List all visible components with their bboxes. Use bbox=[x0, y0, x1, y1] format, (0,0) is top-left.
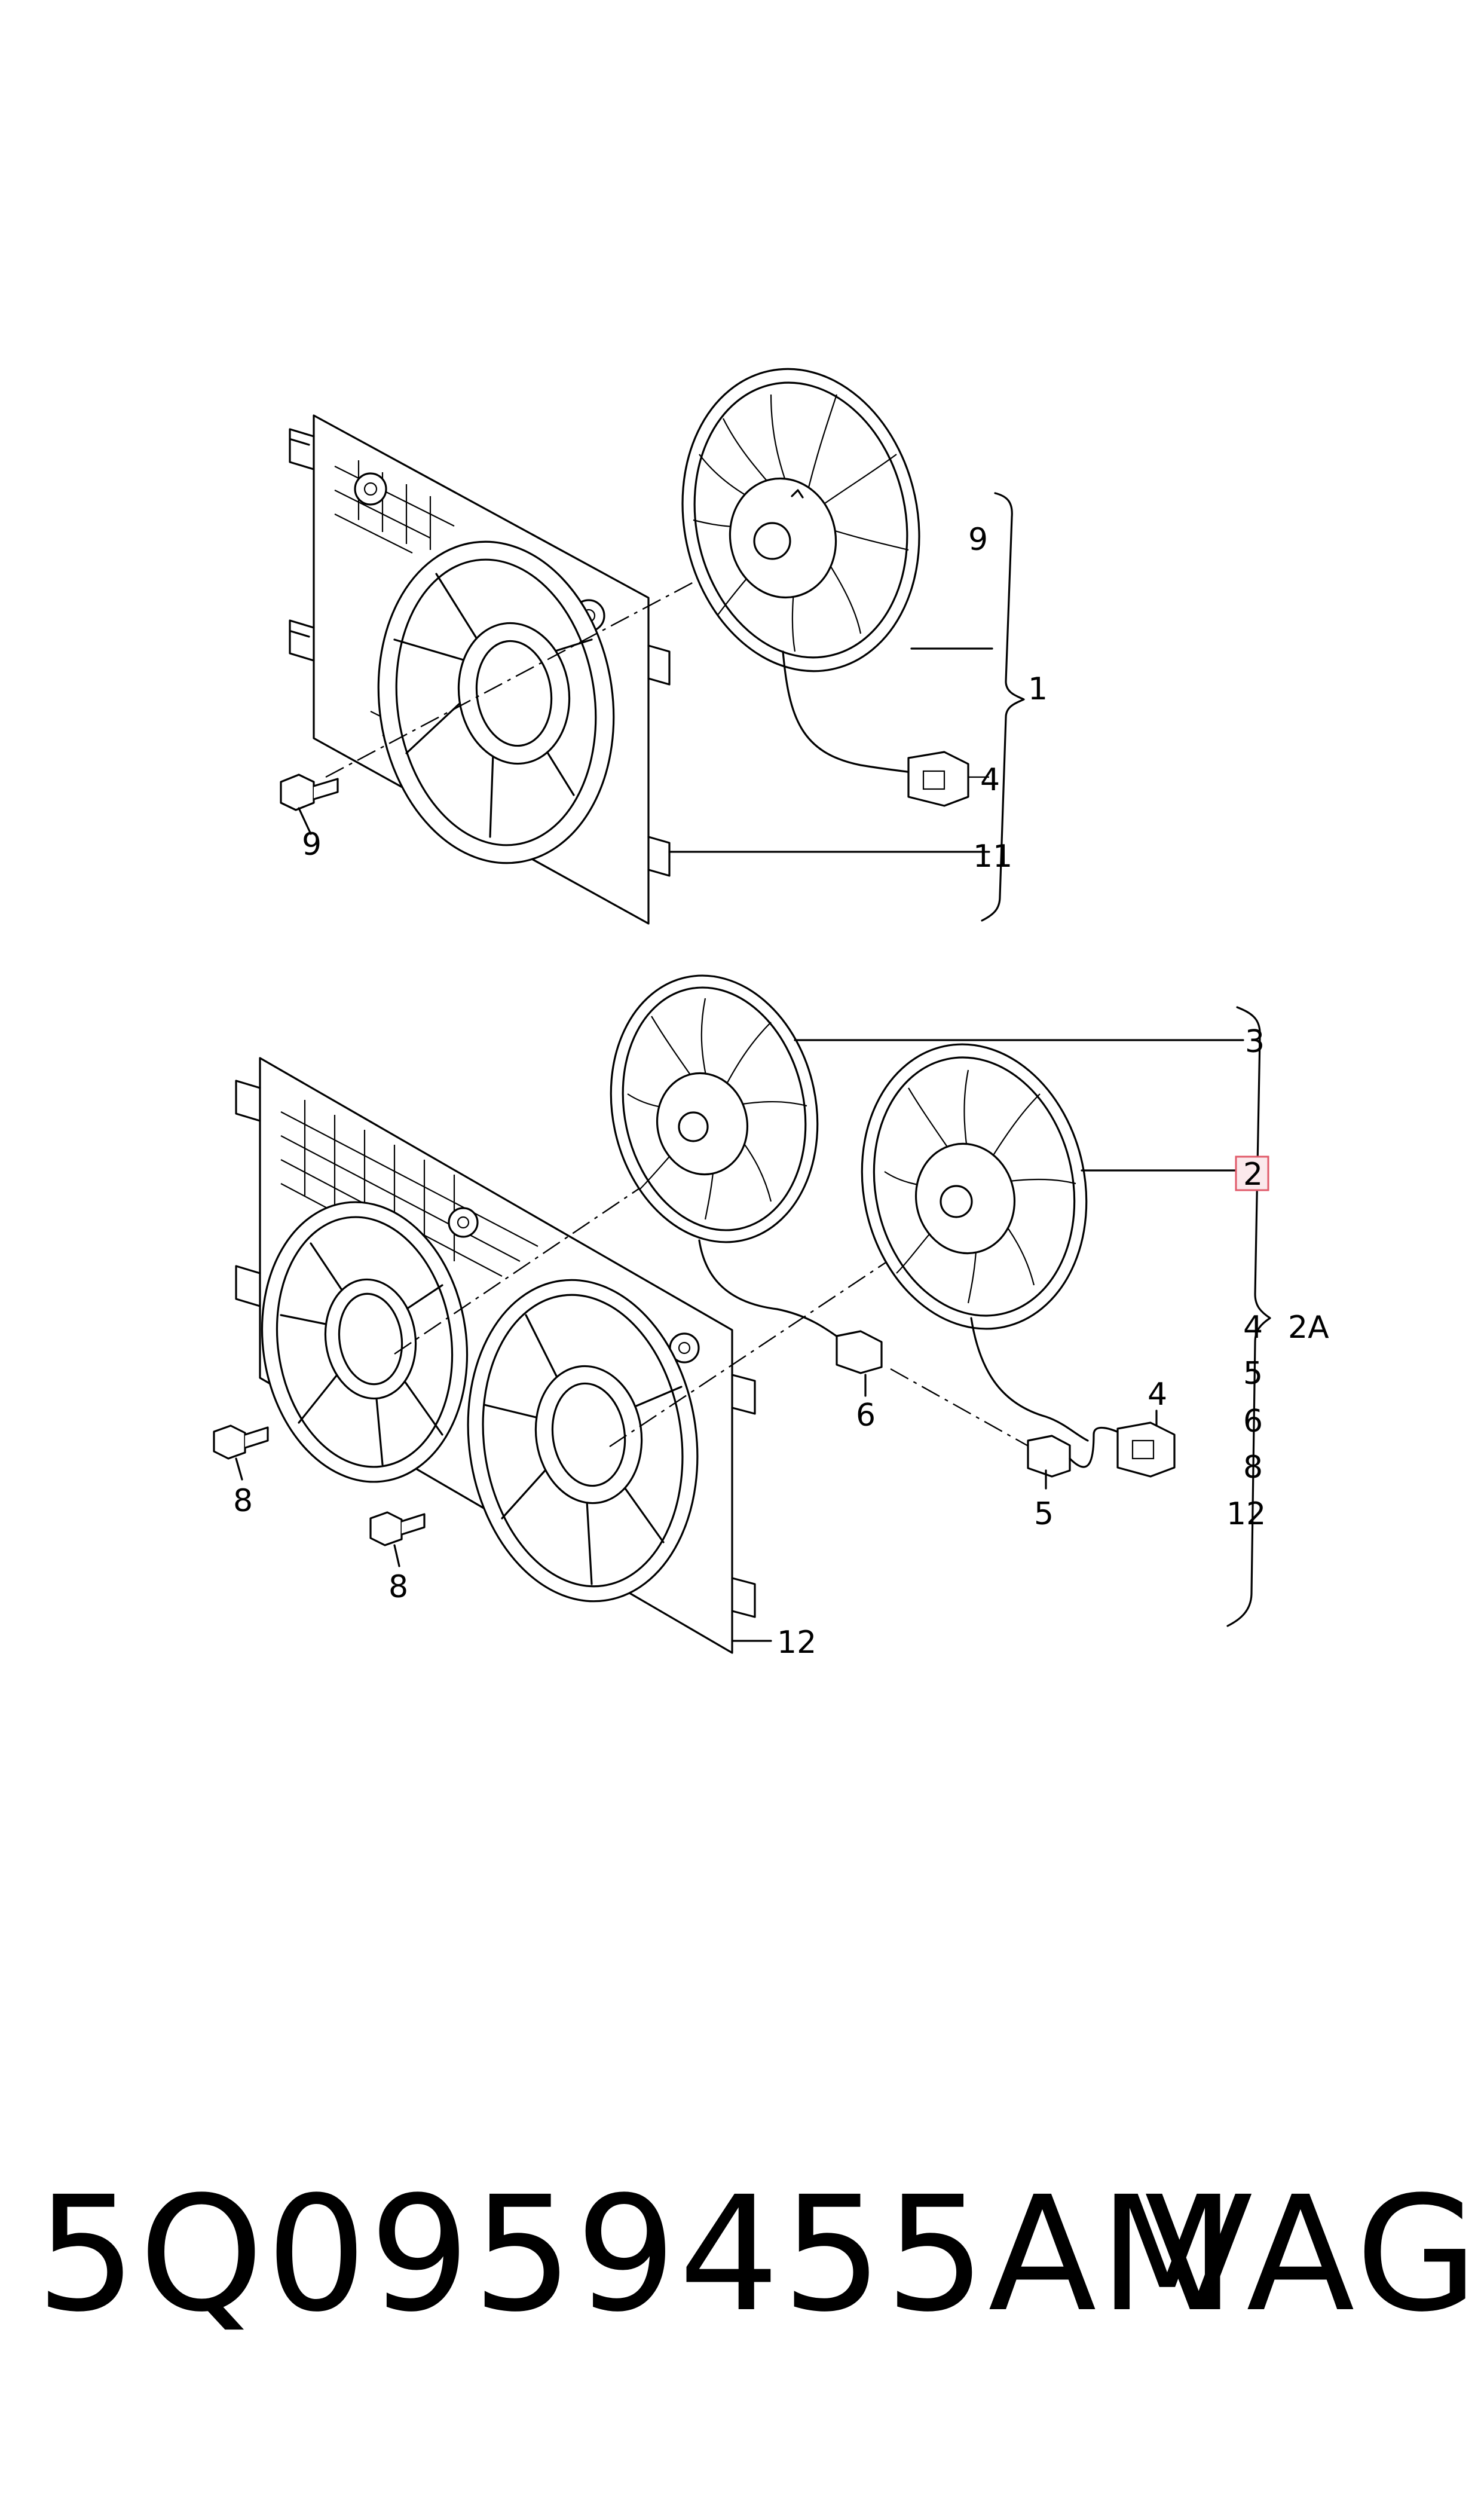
upper-leader-lines bbox=[668, 492, 1025, 922]
lower-left-fan bbox=[610, 974, 819, 1243]
lower-label-3: 3 bbox=[1245, 1024, 1265, 1060]
lower-label-5-connector: 5 bbox=[1034, 1496, 1054, 1532]
lower-label-12-list: 12 bbox=[1226, 1496, 1266, 1532]
lower-leader-lines bbox=[731, 1006, 1271, 1642]
highlight-box-2 bbox=[1235, 1155, 1269, 1191]
lower-label-5-list: 5 bbox=[1243, 1356, 1263, 1392]
upper-axis-line bbox=[325, 537, 778, 778]
upper-label-11: 11 bbox=[973, 839, 1012, 875]
lower-label-8-list: 8 bbox=[1243, 1450, 1263, 1485]
part-number: 5Q0959455AM bbox=[36, 2163, 1238, 2347]
upper-fan-shroud bbox=[289, 414, 671, 925]
lower-label-8-bolt-left: 8 bbox=[233, 1483, 253, 1519]
lower-label-4-list: 4 bbox=[1243, 1310, 1263, 1346]
upper-label-1: 1 bbox=[1028, 671, 1048, 707]
lower-fan-shroud bbox=[235, 1057, 756, 1654]
lower-right-fan bbox=[861, 1043, 1088, 1330]
upper-label-9-top: 9 bbox=[968, 522, 988, 558]
lower-label-8-bolt-right: 8 bbox=[388, 1569, 408, 1605]
upper-label-9-bolt: 9 bbox=[302, 827, 322, 863]
lower-wiring bbox=[698, 1239, 1176, 1478]
upper-group-bracket bbox=[981, 492, 1025, 922]
upper-label-4: 4 bbox=[980, 762, 1000, 798]
upper-fan bbox=[681, 368, 920, 672]
lower-label-4-connector: 4 bbox=[1148, 1377, 1167, 1413]
connector-axis-line bbox=[890, 1368, 1041, 1454]
upper-bolt-9 bbox=[280, 774, 339, 835]
upper-wire-connector bbox=[782, 650, 989, 807]
lower-label-12-frame: 12 bbox=[777, 1625, 816, 1661]
brand-name: VAG bbox=[1145, 2163, 1482, 2347]
lower-label-6-connector: 6 bbox=[856, 1398, 876, 1433]
lower-bolt-8-left bbox=[213, 1424, 269, 1481]
lower-group-bracket bbox=[1226, 1006, 1271, 1627]
lower-label-2A: 2A bbox=[1288, 1310, 1329, 1346]
lower-bolt-8-right bbox=[369, 1511, 426, 1567]
lower-label-2: 2 bbox=[1243, 1157, 1263, 1193]
lower-label-6-list: 6 bbox=[1243, 1404, 1263, 1439]
